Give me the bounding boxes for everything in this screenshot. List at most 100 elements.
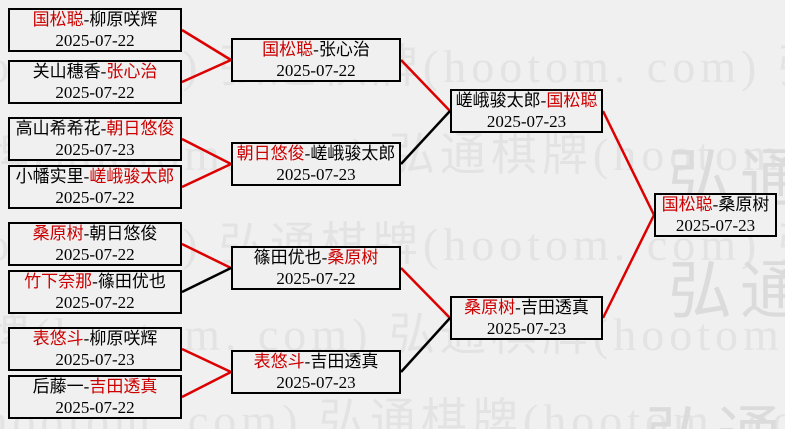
player1-name: 小幡实里: [15, 167, 84, 186]
player2-name: 国松聪: [546, 91, 598, 110]
match-players: 嵯峨骏太郎-国松聪: [456, 90, 598, 111]
player1-name: 国松聪: [661, 195, 713, 214]
bracket-connector-r1m1-r2m1: [181, 28, 232, 62]
match-date: 2025-07-22: [55, 31, 135, 50]
bracket-connector-r2m1-r3m1: [400, 59, 451, 112]
match-date: 2025-07-23: [486, 112, 567, 131]
match-players: 高山希希花-朝日悠俊: [16, 118, 175, 139]
player2-name: 桑原树: [718, 195, 770, 214]
player1-name: 高山希希花: [15, 119, 101, 138]
match-box-semifinal-2: 桑原树-吉田透真 2025-07-23: [450, 296, 603, 340]
player2-name: 篠田优也: [97, 272, 166, 291]
bracket-connector-r1m7-r2m4: [181, 347, 232, 374]
player2-name: 桑原树: [327, 248, 379, 267]
match-date: 2025-07-23: [486, 319, 567, 338]
match-box-round2-4: 表悠斗-吉田透真 2025-07-23: [231, 350, 401, 394]
player2-name: 张心治: [318, 40, 370, 59]
player1-name: 桑原树: [32, 224, 84, 243]
match-players: 桑原树-朝日悠俊: [33, 223, 158, 244]
match-players: 朝日悠俊-嵯峨骏太郎: [237, 143, 396, 164]
match-box-round1-8: 后藤一-吉田透真 2025-07-22: [8, 375, 182, 419]
match-box-round1-2: 关山穗香-张心治 2025-07-22: [8, 60, 182, 104]
vs-separator: -: [100, 62, 107, 81]
match-players: 篠田优也-桑原树: [254, 247, 379, 268]
match-date: 2025-07-23: [276, 373, 356, 392]
match-date: 2025-07-23: [675, 216, 756, 235]
match-players: 关山穗香-张心治: [33, 61, 158, 82]
player1-name: 篠田优也: [253, 248, 322, 267]
player2-name: 朝日悠俊: [89, 224, 158, 243]
player1-name: 表悠斗: [32, 329, 84, 348]
match-date: 2025-07-22: [55, 245, 135, 264]
player2-name: 张心治: [106, 62, 158, 81]
match-box-round1-5: 桑原树-朝日悠俊 2025-07-22: [8, 222, 182, 266]
vs-separator: -: [83, 329, 90, 348]
player1-name: 国松聪: [262, 40, 314, 59]
match-date: 2025-07-22: [55, 83, 135, 102]
player2-name: 吉田透真: [89, 377, 158, 396]
match-box-round1-4: 小幡实里-嵯峨骏太郎 2025-07-22: [8, 165, 182, 209]
vs-separator: -: [83, 10, 90, 29]
player1-name: 竹下奈那: [24, 272, 93, 291]
match-players: 竹下奈那-篠田优也: [24, 271, 166, 292]
vs-separator: -: [83, 167, 90, 186]
match-box-round1-7: 表悠斗-柳原咲辉 2025-07-23: [8, 327, 182, 371]
bracket-connector-r3m1-f1: [601, 110, 656, 216]
player2-name: 吉田透真: [310, 352, 379, 371]
bracket-connector-r2m2-r3m1: [400, 110, 451, 165]
bracket-connector-r1m8-r2m4: [181, 370, 232, 399]
match-box-round2-1: 国松聪-张心治 2025-07-22: [231, 38, 401, 82]
match-players: 桑原树-吉田透真: [464, 297, 589, 318]
match-box-semifinal-1: 嵯峨骏太郎-国松聪 2025-07-23: [450, 89, 603, 133]
bracket-connector-r1m4-r2m2: [181, 162, 232, 189]
match-box-round2-3: 篠田优也-桑原树 2025-07-22: [231, 246, 401, 290]
match-date: 2025-07-22: [55, 188, 135, 207]
player1-name: 朝日悠俊: [236, 144, 305, 163]
vs-separator: -: [712, 195, 719, 214]
vs-separator: -: [83, 224, 90, 243]
match-date: 2025-07-22: [55, 398, 135, 417]
player1-name: 国松聪: [32, 10, 84, 29]
player2-name: 柳原咲辉: [89, 10, 158, 29]
player2-name: 嵯峨骏太郎: [310, 144, 396, 163]
vs-separator: -: [100, 119, 107, 138]
bracket-connector-r1m3-r2m2: [181, 137, 232, 166]
player1-name: 桑原树: [464, 298, 516, 317]
vs-separator: -: [304, 352, 311, 371]
vs-separator: -: [515, 298, 521, 317]
match-players: 国松聪-桑原树: [662, 194, 770, 215]
match-players: 小幡实里-嵯峨骏太郎: [16, 166, 175, 187]
match-date: 2025-07-22: [276, 61, 356, 80]
player1-name: 关山穗香: [32, 62, 101, 81]
player1-name: 后藤一: [32, 377, 84, 396]
match-players: 后藤一-吉田透真: [33, 376, 158, 397]
match-players: 表悠斗-吉田透真: [254, 351, 379, 372]
vs-separator: -: [321, 248, 328, 267]
bracket-connector-r2m4-r3m2: [400, 317, 451, 373]
vs-separator: -: [313, 40, 319, 59]
player1-name: 嵯峨骏太郎: [455, 91, 541, 110]
bracket-connector-r1m2-r2m1: [181, 58, 232, 84]
match-box-final: 国松聪-桑原树 2025-07-23: [654, 193, 777, 237]
bracket-connector-r2m3-r3m2: [400, 267, 451, 319]
vs-separator: -: [83, 377, 90, 396]
match-box-round1-1: 国松聪-柳原咲辉 2025-07-22: [8, 8, 182, 52]
bracket-connector-r1m6-r2m3: [181, 266, 232, 294]
bracket-connector-r3m2-f1: [601, 214, 656, 319]
player2-name: 嵯峨骏太郎: [89, 167, 175, 186]
bracket-connector-r1m5-r2m3: [181, 242, 232, 270]
match-date: 2025-07-23: [55, 140, 135, 159]
match-players: 国松聪-柳原咲辉: [33, 9, 158, 30]
vs-separator: -: [92, 272, 98, 291]
match-players: 表悠斗-柳原咲辉: [33, 328, 158, 349]
match-date: 2025-07-22: [55, 293, 135, 312]
vs-separator: -: [304, 144, 311, 163]
match-box-round1-3: 高山希希花-朝日悠俊 2025-07-23: [8, 117, 182, 161]
player2-name: 朝日悠俊: [106, 119, 175, 138]
match-date: 2025-07-23: [276, 165, 356, 184]
match-date: 2025-07-22: [276, 269, 356, 288]
match-box-round1-6: 竹下奈那-篠田优也 2025-07-22: [8, 270, 182, 314]
player1-name: 表悠斗: [253, 352, 305, 371]
